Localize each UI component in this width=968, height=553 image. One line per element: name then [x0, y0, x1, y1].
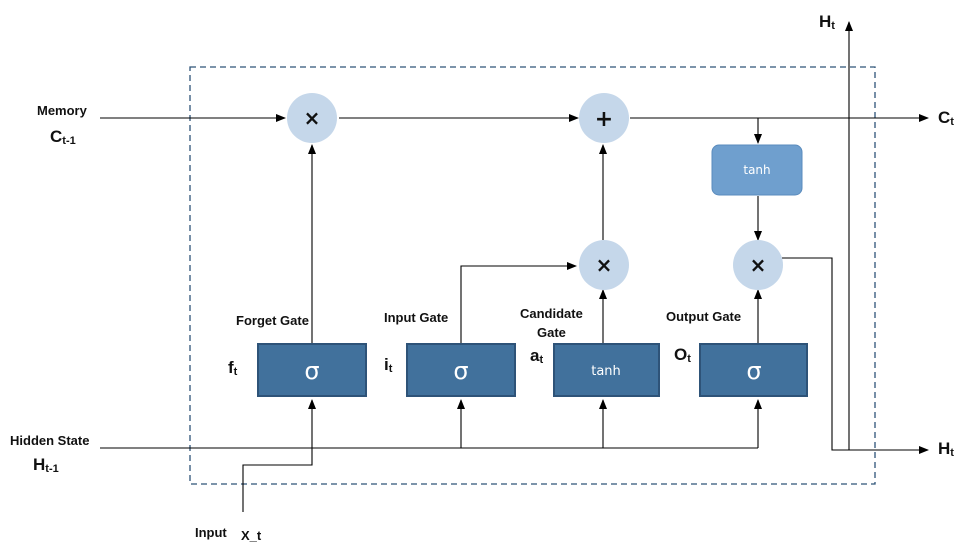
output-gate-sigma: σ: [746, 357, 761, 385]
h-top-label: Ht: [819, 12, 835, 32]
i-label: it: [384, 355, 393, 375]
forget-gate-label: Forget Gate: [236, 313, 309, 328]
input-gate-sigma: σ: [453, 357, 468, 385]
input-mult-op: ×: [579, 240, 629, 290]
c-prev-label: Ct-1: [50, 127, 76, 147]
candidate-gate-label-2: Gate: [537, 325, 566, 340]
candidate-gate-label-1: Candidate: [520, 306, 583, 321]
input-label: Input: [195, 525, 227, 540]
output-gate-block: σ: [699, 343, 808, 397]
input-gate-label: Input Gate: [384, 310, 448, 325]
output-gate-label: Output Gate: [666, 309, 741, 324]
input-gate-block: σ: [406, 343, 516, 397]
c-out-label: Ct: [938, 108, 954, 128]
input-var-label: X_t: [241, 528, 262, 543]
plus-icon: +: [595, 107, 613, 132]
times-icon: ×: [750, 253, 767, 277]
a-label: at: [530, 346, 543, 366]
forget-gate-block: σ: [257, 343, 367, 397]
forget-mult-op: ×: [287, 93, 337, 143]
output-mult-op: ×: [733, 240, 783, 290]
forget-gate-sigma: σ: [304, 357, 319, 385]
add-op: +: [579, 93, 629, 143]
h-out-label: Ht: [938, 439, 954, 459]
times-icon: ×: [596, 253, 613, 277]
cell-tanh-label: tanh: [743, 163, 770, 177]
cell-tanh-block: tanh: [711, 144, 803, 196]
candidate-gate-tanh: tanh: [591, 364, 621, 379]
f-label: ft: [228, 358, 238, 378]
input-x-line: [242, 399, 316, 512]
o-label: Ot: [674, 345, 691, 365]
memory-label: Memory: [37, 103, 88, 118]
candidate-gate-block: tanh: [553, 343, 660, 397]
hidden-state-label: Hidden State: [10, 433, 89, 448]
connections: [100, 21, 929, 512]
times-icon: ×: [304, 106, 321, 130]
cell-boundary: [189, 66, 876, 485]
h-prev-label: Ht-1: [33, 455, 59, 475]
input-to-mult-line: [460, 262, 577, 343]
